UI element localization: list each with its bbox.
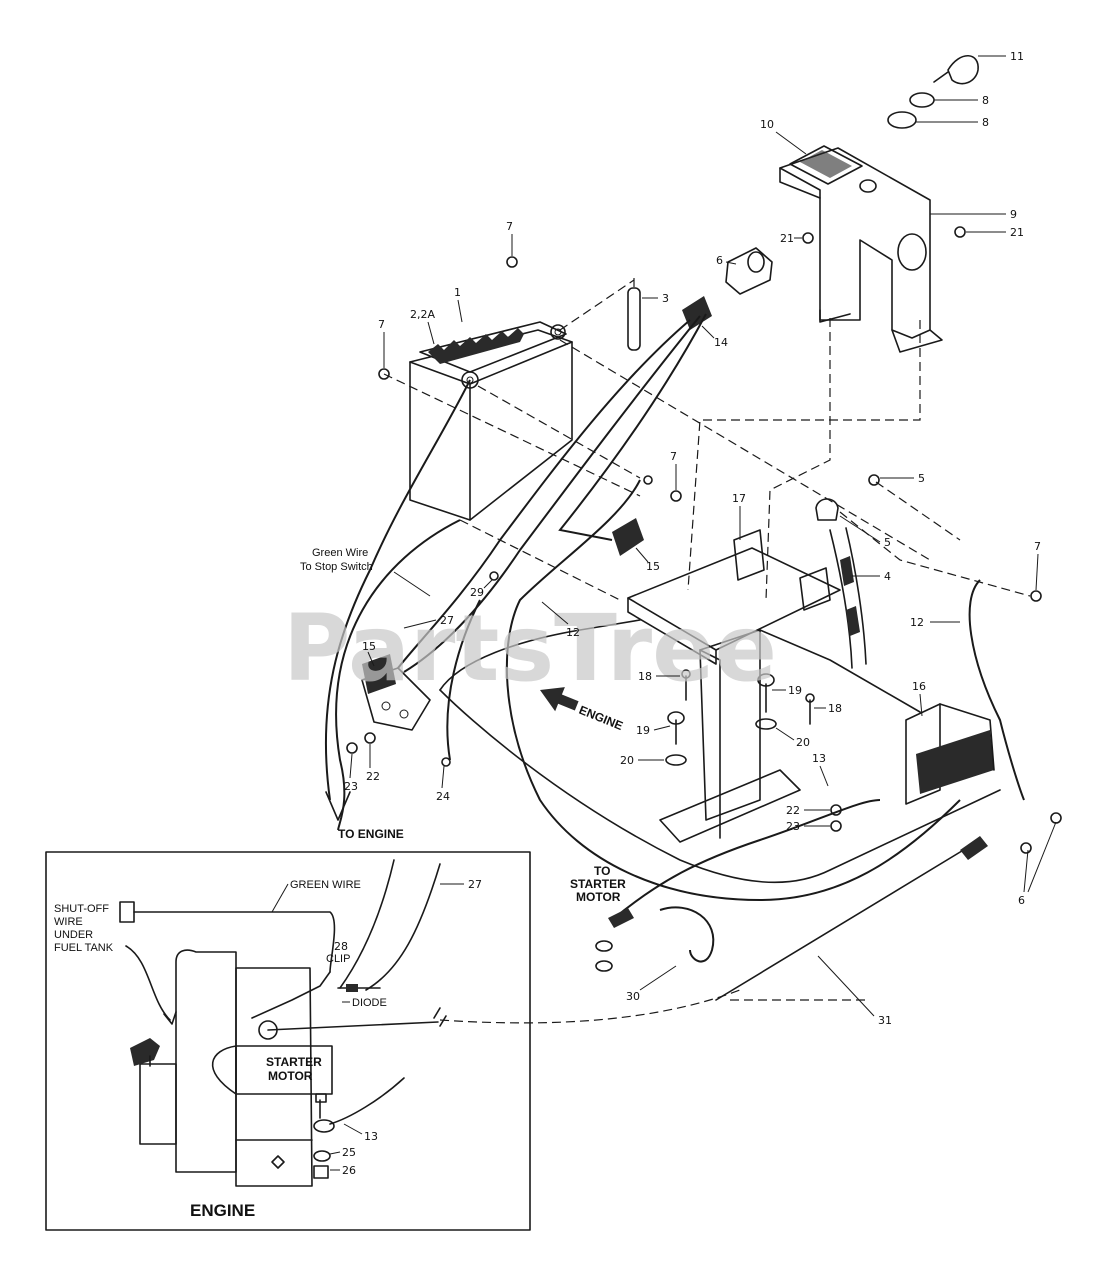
callout-17: 17 (732, 492, 746, 505)
inset-shutoff-line4: FUEL TANK (54, 942, 114, 954)
callout-16: 16 (912, 680, 926, 693)
callout-22b: 22 (786, 804, 800, 817)
callout-28: 28 (334, 940, 348, 953)
wiring (324, 313, 1025, 1001)
inset-clip: CLIP (326, 953, 350, 965)
inset-starter-line1: STARTER (266, 1055, 322, 1069)
harness-connector (682, 296, 712, 330)
inset-title: ENGINE (190, 1201, 255, 1220)
green-wire-label-line2: To Stop Switch (300, 561, 373, 573)
callout-18b: 18 (828, 702, 842, 715)
inset-shutoff-line3: UNDER (54, 929, 93, 941)
inset-starter-line2: MOTOR (268, 1069, 313, 1083)
callout-19b: 19 (788, 684, 802, 697)
regulator-bracket (361, 654, 431, 731)
to-starter-label-line3: MOTOR (576, 890, 621, 904)
hardware (346, 226, 1062, 972)
callout-3: 3 (662, 292, 669, 305)
battery-tray (627, 529, 841, 665)
callout-9: 9 (1010, 208, 1017, 221)
inset-green-wire: GREEN WIRE (290, 879, 361, 891)
engine-inset: STARTER MOTOR SHUT-OFF WIRE UNDER FUEL T… (45, 851, 531, 1231)
watermark: PartsTree (283, 595, 777, 702)
callout-7c: 7 (670, 450, 677, 463)
callout-21a: 21 (780, 232, 794, 245)
ignition-key (933, 54, 979, 85)
engine-arrow-label: ENGINE (577, 703, 625, 733)
callout-19a: 19 (636, 724, 650, 737)
harness-plug (612, 518, 644, 556)
inset-shutoff-line1: SHUT-OFF (54, 903, 109, 915)
leader-dashes (383, 279, 1031, 1024)
key-washers (887, 92, 935, 129)
panel-gauge (789, 145, 863, 185)
hold-down-rod (627, 278, 641, 351)
callout-18a: 18 (638, 670, 652, 683)
dash-bracket (779, 147, 943, 353)
callout-12b: 12 (910, 616, 924, 629)
callout-7a: 7 (506, 220, 513, 233)
callout-26: 26 (342, 1164, 356, 1177)
callout-29: 29 (470, 586, 484, 599)
callout-20b: 20 (796, 736, 810, 749)
callout-8a: 8 (982, 94, 989, 107)
callout-25: 25 (342, 1146, 356, 1159)
callout-21b: 21 (1010, 226, 1024, 239)
callout-27b: 27 (468, 878, 482, 891)
inset-diode: DIODE (352, 997, 387, 1009)
callout-13a: 13 (812, 752, 826, 765)
callout-8b: 8 (982, 116, 989, 129)
cable-sleeve (829, 527, 867, 669)
cable-clip (815, 498, 839, 521)
to-engine-label: TO ENGINE (338, 827, 404, 841)
callout-23b: 23 (786, 820, 800, 833)
callout-31: 31 (878, 1014, 892, 1027)
callout-6a: 6 (716, 254, 723, 267)
engine-deck (439, 619, 1001, 884)
to-starter-label-line1: TO (594, 864, 610, 878)
callout-30: 30 (626, 990, 640, 1003)
callout-6b: 6 (1018, 894, 1025, 907)
green-wire-label-line1: Green Wire (312, 547, 368, 559)
callout-4: 4 (884, 570, 891, 583)
callout-23a: 23 (344, 780, 358, 793)
callout-14: 14 (714, 336, 728, 349)
callout-15a: 15 (646, 560, 660, 573)
callout-7d: 7 (1034, 540, 1041, 553)
inset-shutoff-line2: WIRE (54, 916, 83, 928)
to-starter-label-line2: STARTER (570, 877, 626, 891)
callout-15b: 15 (362, 640, 376, 653)
engine-mount (659, 629, 801, 843)
solenoid-block (905, 703, 995, 805)
part-callouts: 1 2,2A 3 4 5 5 6 6 7 7 7 7 8 8 9 10 11 1… (329, 50, 1057, 1177)
callout-24: 24 (436, 790, 450, 803)
callout-1: 1 (454, 286, 461, 299)
callout-10: 10 (760, 118, 774, 131)
callout-12a: 12 (566, 626, 580, 639)
callout-22a: 22 (366, 770, 380, 783)
callout-20a: 20 (620, 754, 634, 767)
callout-13b: 13 (364, 1130, 378, 1143)
callout-7b: 7 (378, 318, 385, 331)
callout-2-2a: 2,2A (410, 308, 435, 321)
callout-5b: 5 (884, 536, 891, 549)
battery (409, 321, 573, 521)
ignition-switch (725, 247, 773, 295)
callout-5a: 5 (918, 472, 925, 485)
to-engine-arrow (325, 791, 351, 821)
callout-11: 11 (1010, 50, 1024, 63)
callout-27a: 27 (440, 614, 454, 627)
